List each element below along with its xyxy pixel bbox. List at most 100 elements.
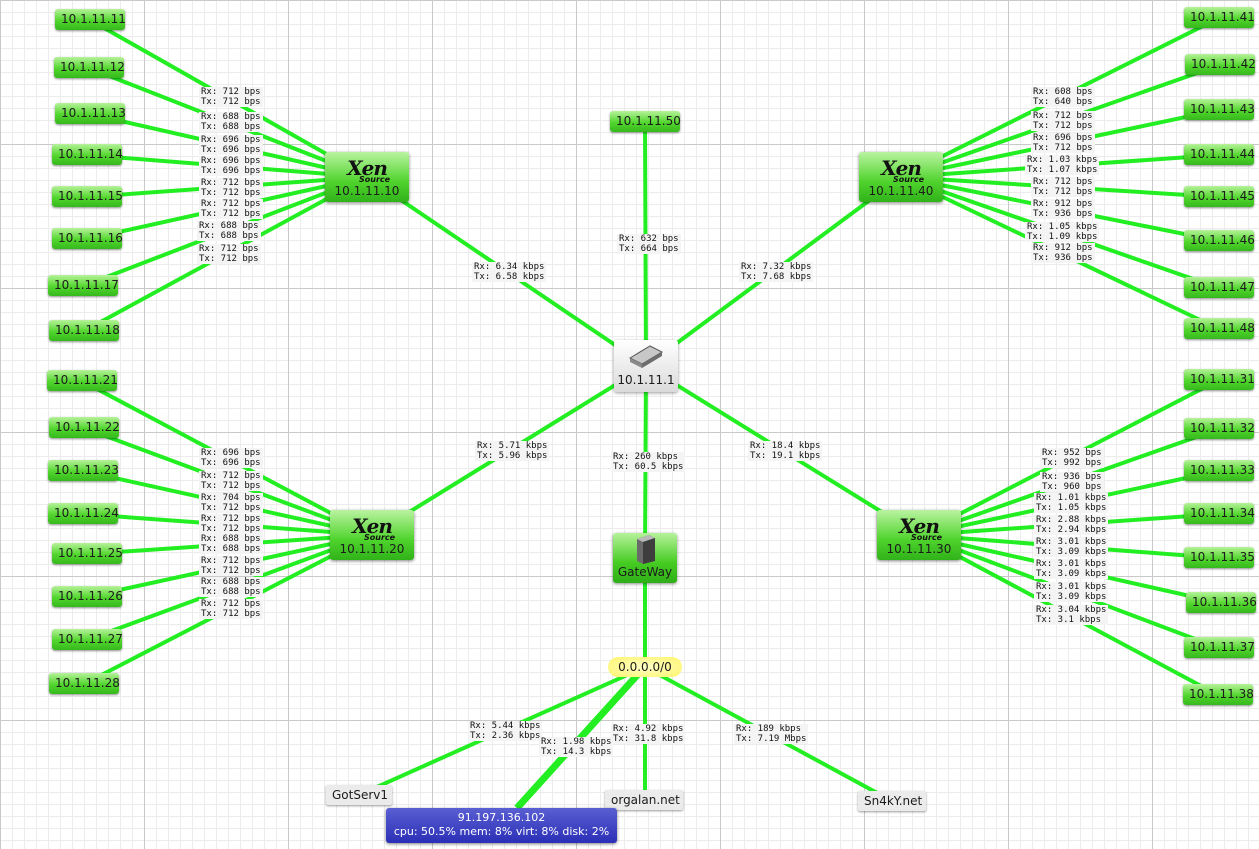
xen-host-10-1-11-20[interactable]: Xen Source 10.1.11.20 — [330, 510, 414, 560]
vm-10-1-11-15[interactable]: 10.1.11.15 — [52, 186, 123, 207]
xen-host-10-1-11-10[interactable]: Xen Source 10.1.11.10 — [325, 152, 409, 202]
vm-10-1-11-14[interactable]: 10.1.11.14 — [52, 144, 123, 165]
vm-10-1-11-25[interactable]: 10.1.11.25 — [52, 543, 123, 564]
vm-10-1-11-46[interactable]: 10.1.11.46 — [1184, 230, 1255, 251]
vm-10-1-11-16[interactable]: 10.1.11.16 — [52, 228, 123, 249]
vm-10-1-11-17[interactable]: 10.1.11.17 — [48, 275, 119, 296]
vm-10-1-11-35[interactable]: 10.1.11.35 — [1184, 547, 1255, 568]
vm-10-1-11-36[interactable]: 10.1.11.36 — [1186, 592, 1257, 613]
vm-10-1-11-47[interactable]: 10.1.11.47 — [1184, 277, 1255, 298]
xensource-logo-icon: Xen — [352, 514, 393, 538]
host-label: 10.1.11.20 — [339, 542, 405, 556]
host-label: 10.1.11.10 — [334, 184, 400, 198]
xen-host-10-1-11-40[interactable]: Xen Source 10.1.11.40 — [859, 152, 943, 202]
xensource-logo-sub: Source — [364, 533, 396, 542]
vm-10-1-11-22[interactable]: 10.1.11.22 — [49, 417, 120, 438]
vm-10-1-11-23[interactable]: 10.1.11.23 — [48, 460, 119, 481]
vm-10-1-11-21[interactable]: 10.1.11.21 — [47, 370, 118, 391]
vm-10-1-11-43[interactable]: 10.1.11.43 — [1184, 99, 1255, 120]
vm-10-1-11-28[interactable]: 10.1.11.28 — [49, 673, 120, 694]
gateway-node[interactable]: GateWay — [613, 533, 677, 583]
gateway-label: GateWay — [617, 565, 673, 579]
node-10-1-11-50[interactable]: 10.1.11.50 — [610, 111, 681, 132]
vm-10-1-11-41[interactable]: 10.1.11.41 — [1184, 7, 1255, 28]
vm-10-1-11-24[interactable]: 10.1.11.24 — [48, 503, 119, 524]
vm-10-1-11-34[interactable]: 10.1.11.34 — [1184, 503, 1255, 524]
vm-10-1-11-31[interactable]: 10.1.11.31 — [1184, 369, 1255, 390]
external-host-ip: 91.197.136.102 — [457, 811, 546, 824]
internet-node[interactable]: 0.0.0.0/0 — [608, 657, 682, 677]
vm-10-1-11-11[interactable]: 10.1.11.11 — [55, 9, 126, 30]
xensource-logo-icon: Xen — [347, 156, 388, 180]
vm-10-1-11-37[interactable]: 10.1.11.37 — [1184, 637, 1255, 658]
xen-host-10-1-11-30[interactable]: Xen Source 10.1.11.30 — [877, 510, 961, 560]
vm-10-1-11-27[interactable]: 10.1.11.27 — [52, 629, 123, 650]
server-tower-icon — [613, 533, 677, 565]
vm-10-1-11-13[interactable]: 10.1.11.13 — [55, 103, 126, 124]
vm-10-1-11-33[interactable]: 10.1.11.33 — [1184, 460, 1255, 481]
external-orgalan[interactable]: orgalan.net — [605, 790, 683, 810]
vm-10-1-11-45[interactable]: 10.1.11.45 — [1184, 186, 1255, 207]
external-host-stats: cpu: 50.5% mem: 8% virt: 8% disk: 2% — [393, 825, 610, 838]
vm-10-1-11-48[interactable]: 10.1.11.48 — [1184, 318, 1255, 339]
vm-10-1-11-26[interactable]: 10.1.11.26 — [52, 586, 123, 607]
host-label: 10.1.11.30 — [886, 542, 952, 556]
vm-10-1-11-42[interactable]: 10.1.11.42 — [1185, 54, 1256, 75]
router-node[interactable]: 10.1.11.1 — [614, 340, 678, 392]
external-sn4ky[interactable]: Sn4kY.net — [858, 791, 926, 811]
vm-10-1-11-44[interactable]: 10.1.11.44 — [1184, 144, 1255, 165]
router-label: 10.1.11.1 — [617, 373, 675, 387]
xensource-logo-sub: Source — [893, 175, 925, 184]
vm-10-1-11-12[interactable]: 10.1.11.12 — [54, 57, 125, 78]
vm-10-1-11-38[interactable]: 10.1.11.38 — [1183, 684, 1254, 705]
vm-10-1-11-32[interactable]: 10.1.11.32 — [1184, 418, 1255, 439]
xensource-logo-sub: Source — [359, 175, 391, 184]
external-host-status[interactable]: 91.197.136.102 cpu: 50.5% mem: 8% virt: … — [386, 808, 617, 843]
xensource-logo-icon: Xen — [899, 514, 940, 538]
xensource-logo-icon: Xen — [881, 156, 922, 180]
external-gotserv1[interactable]: GotServ1 — [326, 785, 392, 805]
router-icon — [614, 340, 678, 372]
vm-10-1-11-18[interactable]: 10.1.11.18 — [49, 320, 120, 341]
